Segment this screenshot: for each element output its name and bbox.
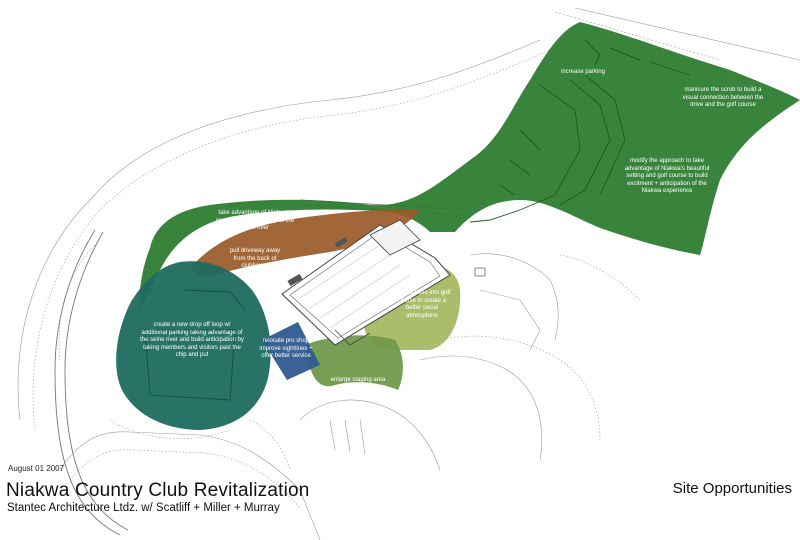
parking-rows (469, 39, 691, 223)
note-pull-driveway: pull driveway away from the back of club… (229, 248, 281, 269)
note-increase-parking: increase parking (560, 69, 606, 75)
dark-green-zone (139, 22, 800, 310)
plan-subtitle: Stantec Architecture Ltdz. w/ Scatliff +… (7, 502, 280, 514)
small-structure (474, 267, 486, 277)
plan-date: August 01 2007 (8, 464, 65, 473)
note-staging-area: enlarge staging area (330, 377, 386, 383)
driveway-marker (334, 237, 348, 248)
drop-off-linework (144, 289, 246, 401)
note-drop-off-loop: create a new drop off loop w/ additional… (140, 322, 244, 358)
driveway-zone (190, 209, 420, 277)
note-modify-approach: modify the approach to take advantage of… (624, 158, 710, 194)
note-river-proximity: take advantage of Niakwa's proximity + r… (215, 210, 295, 231)
note-manicure-scrub: manicure the scrub to build a visual con… (682, 87, 764, 108)
plan-title: Niakwa Country Club Revitalization (6, 480, 310, 501)
note-expand-patio: expand patio into golf course to create … (393, 290, 451, 319)
sheet-title: Site Opportunities (672, 480, 792, 497)
staging-zone (305, 335, 403, 390)
note-relocate-pro-shop: relocate pro shop improve sightlines + o… (259, 338, 313, 359)
driveway-marker (287, 273, 303, 287)
clubhouse-building (281, 219, 451, 346)
drop-off-zone (116, 261, 271, 430)
site-linework (17, 7, 800, 540)
pro-shop-zone (262, 322, 320, 380)
